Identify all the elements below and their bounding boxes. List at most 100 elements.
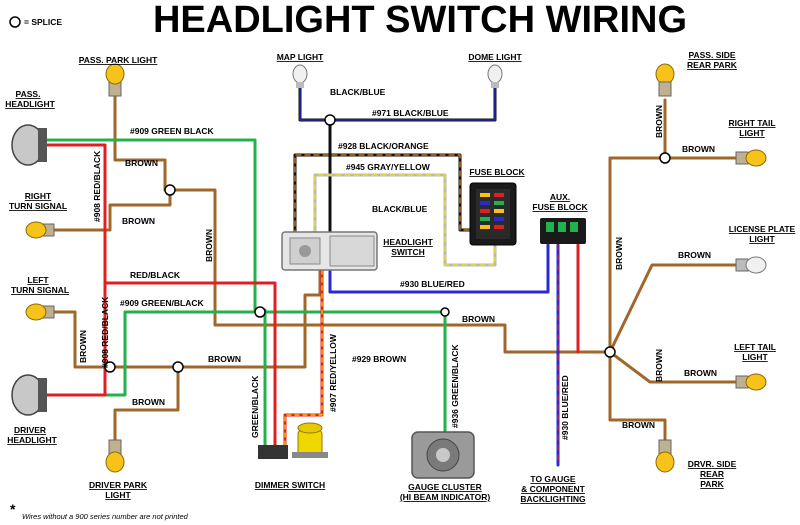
label-brown-center: BROWN	[462, 314, 495, 324]
gauge-cluster-icon	[411, 431, 475, 479]
pass-side-rear-park-bulb-icon	[655, 63, 675, 97]
label-left-turn-2: TURN SIGNAL	[11, 285, 69, 295]
label-to-gauge-1: TO GAUGE	[530, 474, 576, 484]
label-gauge-cluster-1: GAUGE CLUSTER	[408, 482, 482, 492]
label-w930: #930 BLUE/RED	[400, 279, 465, 289]
label-w928: #928 BLACK/ORANGE	[338, 141, 429, 151]
label-w929: #929 BROWN	[352, 354, 406, 364]
wire-945-yellow	[314, 174, 496, 266]
dome-light-bulb-icon	[487, 64, 503, 88]
drvr-side-rear-park-bulb-icon	[655, 439, 675, 473]
pass-park-light-bulb-icon	[105, 63, 125, 97]
label-w908-top: #908 RED/BLACK	[92, 150, 102, 222]
aux-fuse-block-icon	[540, 218, 586, 244]
label-pass-side-rear-1: PASS. SIDE	[688, 50, 735, 60]
wire-labels: #909 GREEN BLACK #908 RED/BLACK BROWN BR…	[78, 87, 717, 440]
footnote: * Wires without a 900 series number are …	[10, 501, 189, 521]
license-plate-light-bulb-icon	[735, 256, 767, 274]
label-w930-v: #930 BLUE/RED	[560, 375, 570, 440]
wire-brown-rear-spine	[608, 156, 667, 462]
driver-headlight-icon	[11, 374, 47, 416]
splice-rear-top	[659, 152, 671, 164]
label-dimmer-switch: DIMMER SWITCH	[255, 480, 325, 490]
label-drvr-rear-3: PARK	[700, 479, 724, 489]
pass-headlight-icon	[11, 124, 47, 166]
label-w909-mid: #909 GREEN/BLACK	[120, 298, 204, 308]
label-dome-light: DOME LIGHT	[468, 52, 522, 62]
label-w971: #971 BLACK/BLUE	[372, 108, 449, 118]
splice-legend-label: = SPLICE	[24, 17, 62, 27]
driver-park-light-bulb-icon	[105, 439, 125, 473]
label-brown-mid: BROWN	[208, 354, 241, 364]
label-left-tail-1: LEFT TAIL	[734, 342, 776, 352]
wires	[43, 83, 747, 467]
wire-907-yellow	[284, 259, 323, 446]
splice-mid-left	[104, 361, 116, 373]
splice-rear-center	[604, 346, 616, 358]
label-driver-park-1: DRIVER PARK	[89, 480, 148, 490]
splice-icon	[9, 16, 21, 28]
footnote-asterisk: *	[10, 501, 16, 517]
label-green-black-dim: GREEN/BLACK	[250, 375, 260, 438]
label-brown-lturn: BROWN	[78, 330, 88, 363]
label-brown-dpark: BROWN	[132, 397, 165, 407]
splice-green-right	[440, 307, 450, 317]
label-brown-rpark-v: BROWN	[654, 349, 664, 382]
label-pass-park-light: PASS. PARK LIGHT	[79, 55, 158, 65]
left-tail-light-bulb-icon	[735, 373, 767, 391]
label-black-blue-sw: BLACK/BLUE	[372, 204, 428, 214]
component-labels: PASS. PARK LIGHT PASS. HEADLIGHT RIGHT T…	[5, 50, 795, 504]
label-right-tail-1: RIGHT TAIL	[728, 118, 775, 128]
splice-rturn	[164, 184, 176, 196]
wire-red-black	[103, 281, 277, 447]
label-to-gauge-2: & COMPONENT	[521, 484, 586, 494]
label-license-1: LICENSE PLATE	[729, 224, 796, 234]
wire-map-blue	[299, 84, 496, 121]
label-driver-park-2: LIGHT	[105, 490, 131, 500]
label-brown-rtail: BROWN	[682, 144, 715, 154]
label-pass-headlight-1: PASS.	[16, 89, 41, 99]
label-aux-fuse-2: FUSE BLOCK	[532, 202, 588, 212]
splice-legend: = SPLICE	[9, 16, 62, 28]
label-driver-headlight-1: DRIVER	[14, 425, 46, 435]
fuse-block-icon	[469, 182, 517, 246]
headlight-switch-icon	[281, 231, 378, 271]
label-brown-rturn2: BROWN	[122, 216, 155, 226]
label-pass-headlight-2: HEADLIGHT	[5, 99, 55, 109]
wire-928-orange	[294, 154, 471, 236]
splice-mid-center	[172, 361, 184, 373]
wire-brown-dpark	[113, 365, 180, 457]
wire-brown-lic	[608, 263, 747, 354]
label-w909-top: #909 GREEN BLACK	[130, 126, 214, 136]
label-black-blue-map: BLACK/BLUE	[330, 87, 386, 97]
splice-green	[254, 306, 266, 318]
label-left-turn-1: LEFT	[27, 275, 49, 285]
label-w907: #907 RED/YELLOW	[328, 333, 338, 412]
label-fuse-block: FUSE BLOCK	[469, 167, 525, 177]
label-brown-ltail: BROWN	[684, 368, 717, 378]
label-to-gauge-3: BACKLIGHTING	[520, 494, 586, 504]
right-tail-light-bulb-icon	[735, 149, 767, 167]
wire-908-top	[43, 143, 107, 397]
label-drvr-rear-2: REAR	[700, 469, 724, 479]
label-right-tail-2: LIGHT	[739, 128, 765, 138]
wire-brown-ltail	[608, 350, 747, 384]
label-left-tail-2: LIGHT	[742, 352, 768, 362]
label-brown-vert: BROWN	[204, 229, 214, 262]
label-drvr-rear-1: DRVR. SIDE	[688, 459, 737, 469]
label-right-turn-1: RIGHT	[25, 191, 52, 201]
label-w908-bot: #908 RED/BLACK	[100, 296, 110, 368]
left-turn-signal-bulb-icon	[25, 303, 55, 321]
footnote-text: Wires without a 900 series number are no…	[22, 512, 189, 521]
label-aux-fuse-1: AUX.	[550, 192, 570, 202]
label-brown-drpark: BROWN	[622, 420, 655, 430]
wire-brown-pass-park	[113, 88, 612, 354]
label-pass-side-rear-2: REAR PARK	[687, 60, 738, 70]
label-brown-rear-v2: BROWN	[614, 237, 624, 270]
splice-map	[324, 114, 336, 126]
label-license-2: LIGHT	[749, 234, 775, 244]
diagram-title: HEADLIGHT SWITCH WIRING	[153, 0, 687, 41]
label-brown-lic: BROWN	[678, 250, 711, 260]
label-driver-headlight-2: HEADLIGHT	[7, 435, 57, 445]
